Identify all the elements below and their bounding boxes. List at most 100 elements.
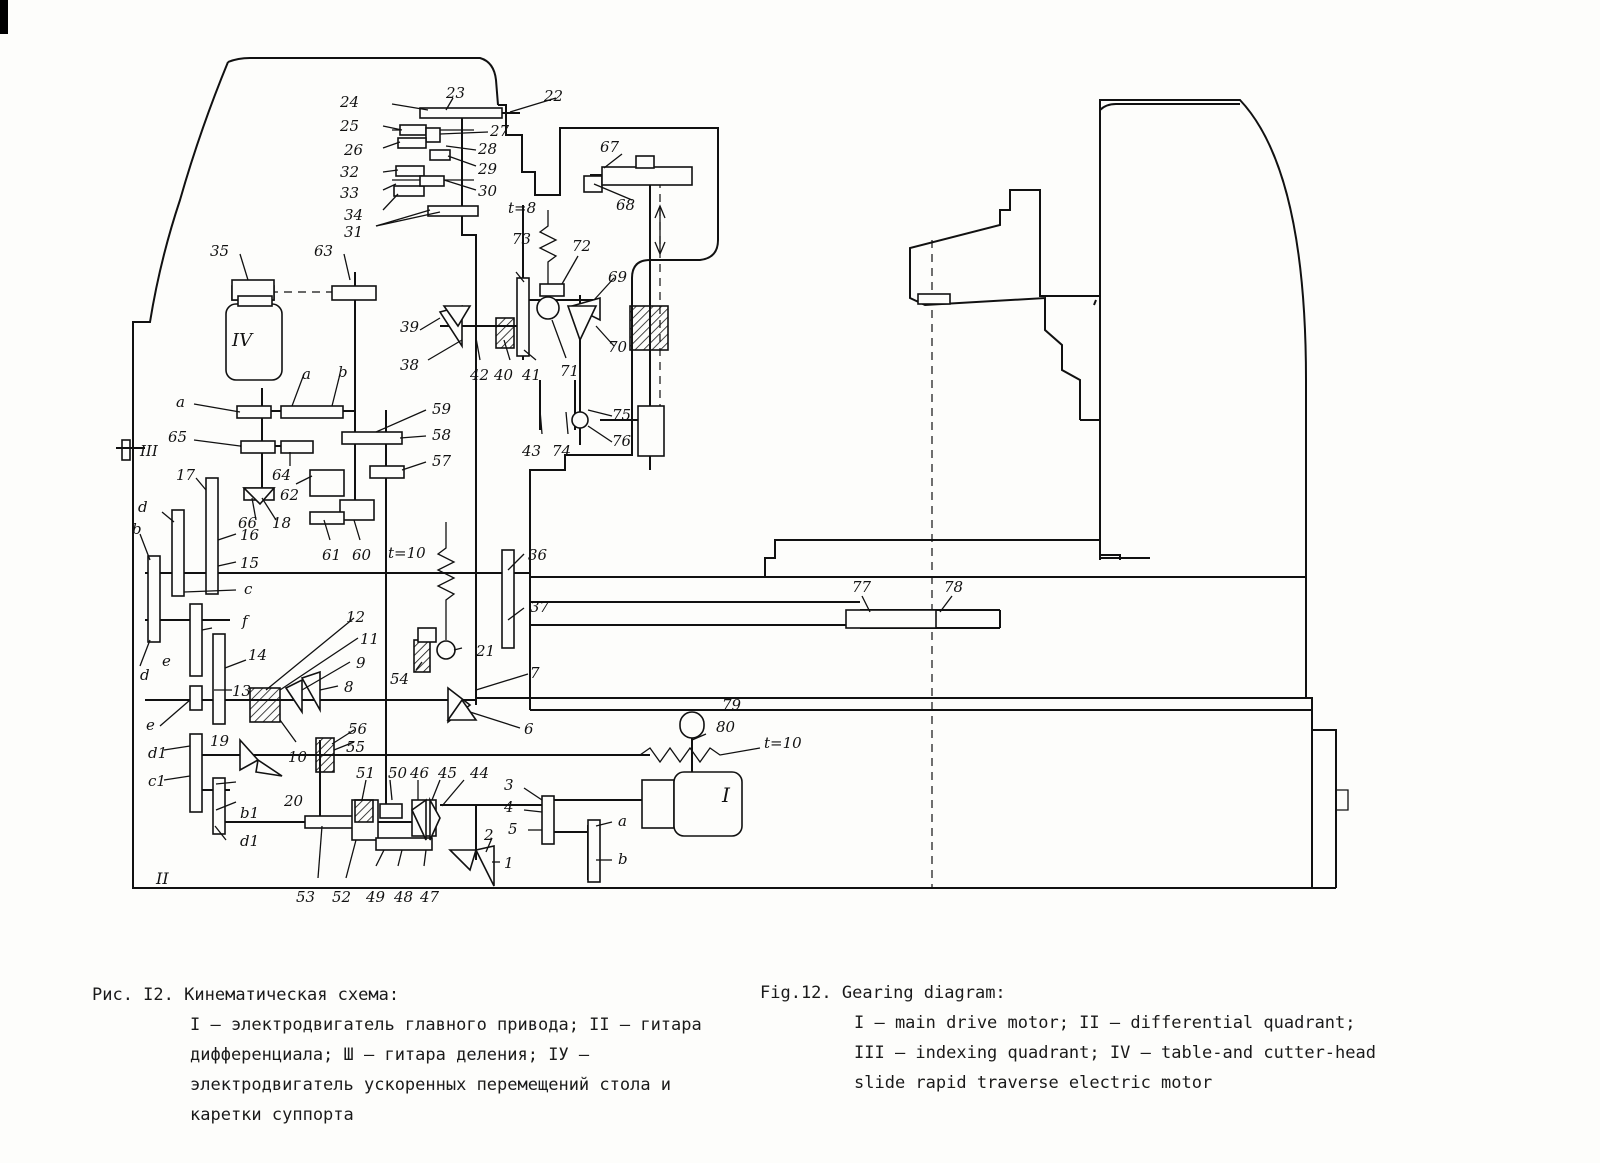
scan-edge-mark	[0, 0, 8, 34]
gear-num-37: 37	[530, 598, 550, 616]
gear-num-41: 41	[521, 366, 541, 384]
gear-num-77: 77	[852, 578, 872, 596]
gear-num-1: 1	[504, 854, 514, 872]
gear-num-67: 67	[600, 138, 620, 156]
label-pitch-2: t=10	[388, 544, 426, 562]
gear-num-68: 68	[616, 196, 635, 214]
gear-num-11: 11	[360, 630, 379, 648]
label-change-d1-1: d1	[148, 744, 167, 762]
gear-num-5: 5	[508, 820, 518, 838]
gear-num-13: 13	[232, 682, 251, 700]
gear-num-2: 2	[483, 826, 494, 844]
label-change-b-3: b	[618, 850, 628, 868]
gear-num-30: 30	[478, 182, 498, 200]
label-index-quadrant: III	[139, 442, 159, 460]
label-change-a-2: a	[302, 365, 311, 383]
caption-en-title: Gearing diagram:	[841, 983, 1006, 1003]
gear-num-36: 36	[528, 546, 548, 564]
gear-num-33: 33	[340, 184, 359, 202]
gear-num-35: 35	[210, 242, 229, 260]
gear-num-9: 9	[356, 654, 366, 672]
gear-num-28: 28	[477, 140, 497, 158]
gear-num-62: 62	[280, 486, 299, 504]
gear-num-59: 59	[432, 400, 452, 418]
label-motor-main: I	[721, 783, 731, 807]
label-change-b1: b1	[240, 804, 259, 822]
gear-num-63: 63	[314, 242, 333, 260]
gear-num-26: 26	[343, 141, 364, 159]
gear-num-29: 29	[477, 160, 498, 178]
gear-num-38: 38	[400, 356, 419, 374]
gear-num-12: 12	[346, 608, 365, 626]
caption-ru-body: I – электродвигатель главного привода; I…	[190, 1015, 702, 1125]
gearing-diagram: I II III IV t=8 t=10 t=10 a b a b c d d …	[116, 57, 1349, 906]
motor-main	[641, 711, 743, 837]
gear-num-22: 22	[543, 87, 563, 105]
label-pitch-1: t=8	[508, 199, 536, 217]
springs	[436, 210, 761, 764]
gear-num-51: 51	[356, 764, 375, 782]
gear-num-42: 42	[469, 366, 489, 384]
gear-num-19: 19	[210, 732, 230, 750]
label-change-d1-2: d1	[240, 832, 259, 850]
gear-num-14: 14	[248, 646, 267, 664]
gear-num-43: 43	[521, 442, 541, 460]
gear-num-15: 15	[240, 554, 259, 572]
gear-num-49: 49	[365, 888, 386, 906]
gear-num-48: 48	[393, 888, 413, 906]
gear-num-31: 31	[344, 223, 363, 241]
gear-num-74: 74	[552, 442, 571, 460]
gear-num-80: 80	[716, 718, 736, 736]
label-change-f: f	[241, 612, 250, 630]
gear-num-6: 6	[524, 720, 534, 738]
label-change-c: c	[244, 580, 253, 598]
gear-num-39: 39	[400, 318, 420, 336]
label-change-a-3: a	[618, 812, 627, 830]
label-change-c1: c1	[148, 772, 166, 790]
label-change-d-1: d	[138, 498, 148, 516]
caption-en-body: I – main drive motor; II – differential …	[854, 1013, 1376, 1093]
gear-num-4: 4	[503, 798, 514, 816]
quadrant-III-symbol	[116, 439, 136, 461]
caption-ru-title: Кинематическая схема:	[184, 985, 400, 1005]
gear-num-23: 23	[445, 84, 465, 102]
gear-num-58: 58	[432, 426, 451, 444]
worms-and-blocks	[249, 305, 669, 823]
label-pitch-3: t=10	[764, 734, 802, 752]
gear-num-79: 79	[722, 696, 742, 714]
gear-num-53: 53	[296, 888, 315, 906]
gear-num-70: 70	[608, 338, 628, 356]
gear-num-46: 46	[409, 764, 430, 782]
gear-num-64: 64	[272, 466, 291, 484]
gear-num-57: 57	[432, 452, 452, 470]
gear-num-20: 20	[283, 792, 304, 810]
gear-num-73: 73	[512, 230, 531, 248]
gear-num-44: 44	[469, 764, 489, 782]
label-change-b-1: b	[338, 363, 348, 381]
gear-num-72: 72	[572, 237, 591, 255]
gear-num-69: 69	[608, 268, 628, 286]
bevel-gears	[239, 296, 601, 887]
leader-lines	[139, 97, 953, 879]
gear-num-60: 60	[352, 546, 372, 564]
traverse-arrow	[654, 204, 666, 256]
gear-num-16: 16	[240, 526, 260, 544]
gear-num-71: 71	[560, 362, 579, 380]
gear-num-17: 17	[176, 466, 196, 484]
label-change-e-1: e	[162, 652, 171, 670]
gear-num-66: 66	[238, 514, 258, 532]
gear-num-76: 76	[612, 432, 632, 450]
label-diff-quadrant: II	[155, 869, 169, 888]
gear-num-24: 24	[339, 93, 359, 111]
gear-num-55: 55	[346, 738, 365, 756]
label-change-e-2: e	[146, 716, 155, 734]
gear-num-40: 40	[493, 366, 514, 384]
gear-num-56: 56	[348, 720, 368, 738]
gear-num-78: 78	[944, 578, 963, 596]
caption-en-label: Fig.12.	[760, 983, 832, 1003]
gears	[147, 107, 937, 883]
gear-num-25: 25	[339, 117, 359, 135]
gear-num-65: 65	[168, 428, 187, 446]
label-change-b-2: b	[132, 520, 142, 538]
caption-russian: Рис. I2. Кинематическая схема: I – элект…	[92, 980, 732, 1130]
